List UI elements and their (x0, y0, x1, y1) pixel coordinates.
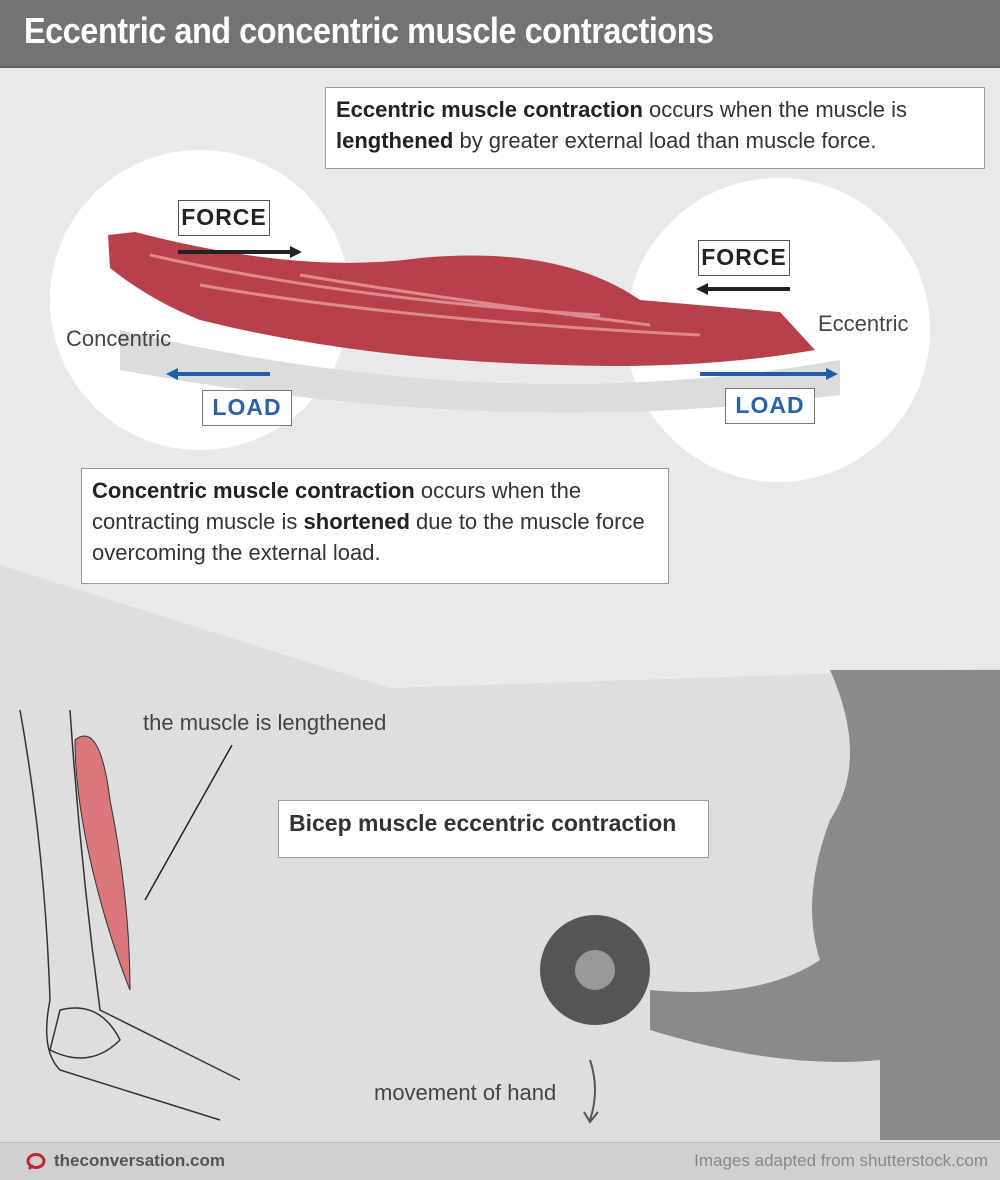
concentric-text-end: due to the muscle force overcoming the e… (92, 509, 645, 565)
conversation-logo-icon (26, 1153, 46, 1171)
load-arrow-right (700, 368, 838, 380)
load-arrow-left (166, 368, 270, 380)
footer (0, 1142, 1000, 1180)
header-bar (0, 0, 1000, 68)
bone-shape (120, 330, 840, 413)
eccentric-text-end: by greater external load than muscle for… (453, 128, 877, 153)
lengthened-label: the muscle is lengthened (143, 710, 387, 735)
lengthened-bold: lengthened (336, 128, 454, 153)
concentric-label: Concentric (66, 326, 172, 351)
image-credit: Images adapted from shutterstock.com (694, 1151, 988, 1170)
arm-sketch (19, 709, 241, 1121)
shortened-bold: shortened (303, 509, 410, 534)
curved-arrow-icon (583, 1059, 599, 1124)
concentric-text: occurs when the contracting muscle is (92, 478, 582, 534)
man-photo (650, 670, 1000, 1140)
eccentric-bold: Eccentric muscle contraction (336, 97, 643, 122)
movement-label: movement of hand (374, 1080, 557, 1105)
pointer-line (144, 744, 233, 901)
force-arrow-left (178, 246, 302, 258)
muscle-fibres (149, 253, 701, 337)
load-label-left: LOAD (202, 390, 292, 426)
bicep-caption: Bicep muscle eccentric contraction (278, 800, 709, 858)
dumbbell (540, 915, 650, 1025)
bicep-sketch (74, 735, 131, 991)
force-arrow-right (696, 283, 790, 295)
force-label-right: FORCE (698, 240, 790, 276)
page-title: Eccentric and concentric muscle contract… (24, 10, 714, 51)
eccentric-label: Eccentric (818, 311, 909, 336)
load-label-right: LOAD (725, 388, 815, 424)
concentric-description: Concentric muscle contraction occurs whe… (81, 468, 669, 584)
eccentric-description: Eccentric muscle contraction occurs when… (325, 87, 985, 169)
concentric-bold: Concentric muscle contraction (92, 478, 415, 503)
brand-link[interactable]: theconversation.com (54, 1151, 225, 1170)
force-label-left: FORCE (178, 200, 270, 236)
eccentric-text: occurs when the muscle is (642, 97, 907, 122)
